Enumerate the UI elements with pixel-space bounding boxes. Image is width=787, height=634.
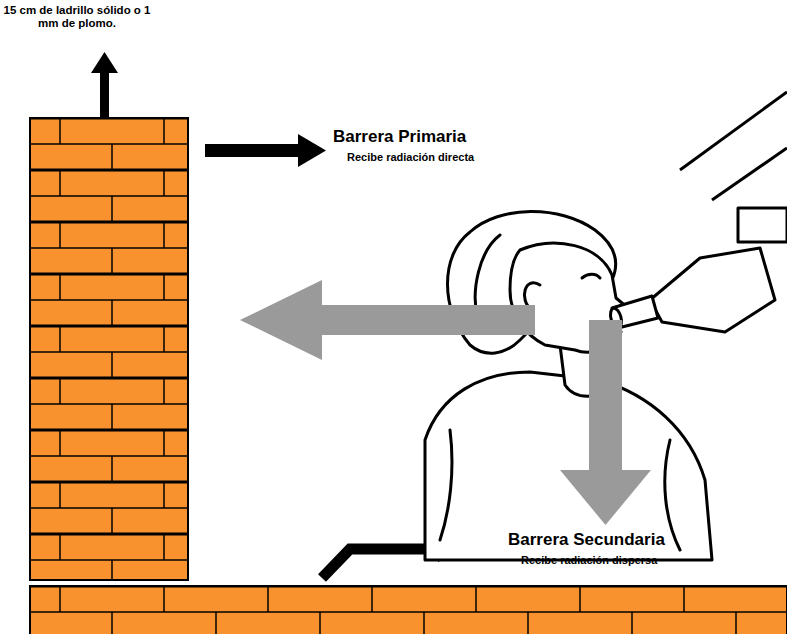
barrier-title: Barrera Primaria: [333, 127, 533, 147]
scatter-arrows: [240, 280, 651, 525]
barrier-subtitle: Recibe radiación directa: [347, 151, 547, 164]
thickness-arrow: [91, 52, 118, 118]
primary-arrow: [205, 134, 326, 167]
patient-figure: [425, 211, 712, 560]
barrier-subtitle: Recibe radiación dispersa: [521, 554, 741, 567]
material-note: 15 cm de ladrillo sólido o 1 mm de plomo…: [2, 4, 152, 30]
secondary-floor: [30, 586, 787, 634]
primary-wall: [30, 118, 188, 580]
xray-tube: [609, 92, 787, 332]
barrier-title: Barrera Secundaria: [508, 530, 728, 550]
